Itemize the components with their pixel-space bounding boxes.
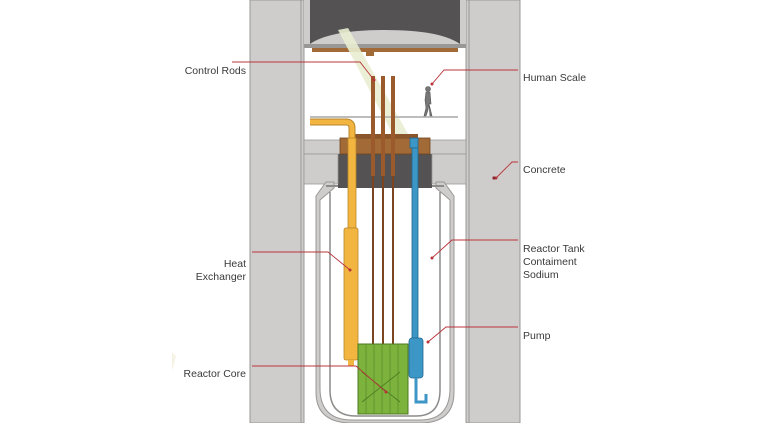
control-rods bbox=[371, 76, 395, 390]
crane-beam bbox=[312, 48, 458, 56]
person-icon bbox=[423, 86, 433, 117]
label-control-rods: Control Rods bbox=[150, 65, 246, 78]
control-rod bbox=[391, 76, 395, 390]
label-reactor-core-text: Reactor Core bbox=[183, 368, 246, 380]
leader-heat-exchanger bbox=[252, 251, 352, 272]
leader-lines bbox=[232, 61, 518, 394]
label-heat-exchanger: Heat Exchanger bbox=[150, 258, 246, 284]
label-reactor-tank: Reactor Tank Contaiment Sodium bbox=[523, 243, 585, 282]
reactor-core bbox=[357, 343, 409, 415]
label-concrete-text: Concrete bbox=[523, 164, 566, 176]
label-pump-text: Pump bbox=[523, 330, 551, 342]
label-heat-exchanger-line1: Heat bbox=[223, 258, 246, 270]
label-reactor-core: Reactor Core bbox=[150, 368, 246, 381]
label-human-scale-text: Human Scale bbox=[523, 72, 587, 84]
label-reactor-tank-line2: Contaiment bbox=[523, 256, 577, 268]
concrete-walls bbox=[249, 0, 521, 423]
leader-pump bbox=[426, 326, 518, 344]
leader-human-scale bbox=[430, 69, 518, 86]
label-pump: Pump bbox=[523, 330, 550, 343]
top-dome bbox=[304, 0, 466, 48]
heat-exchanger bbox=[310, 118, 359, 366]
leader-reactor-tank bbox=[430, 239, 518, 260]
concrete-right-wall bbox=[465, 0, 521, 423]
pump bbox=[408, 137, 428, 404]
leader-control-rods bbox=[232, 61, 376, 82]
control-rod bbox=[381, 76, 385, 390]
leader-reactor-core bbox=[252, 365, 388, 394]
control-rod bbox=[371, 76, 375, 390]
label-heat-exchanger-line2: Exchanger bbox=[195, 271, 246, 283]
concrete-left-wall bbox=[249, 0, 305, 423]
label-concrete: Concrete bbox=[523, 164, 566, 177]
label-reactor-tank-line3: Sodium bbox=[523, 269, 559, 281]
label-control-rods-text: Control Rods bbox=[184, 65, 246, 77]
label-human-scale: Human Scale bbox=[523, 72, 586, 85]
label-reactor-tank-line1: Reactor Tank bbox=[523, 243, 585, 255]
